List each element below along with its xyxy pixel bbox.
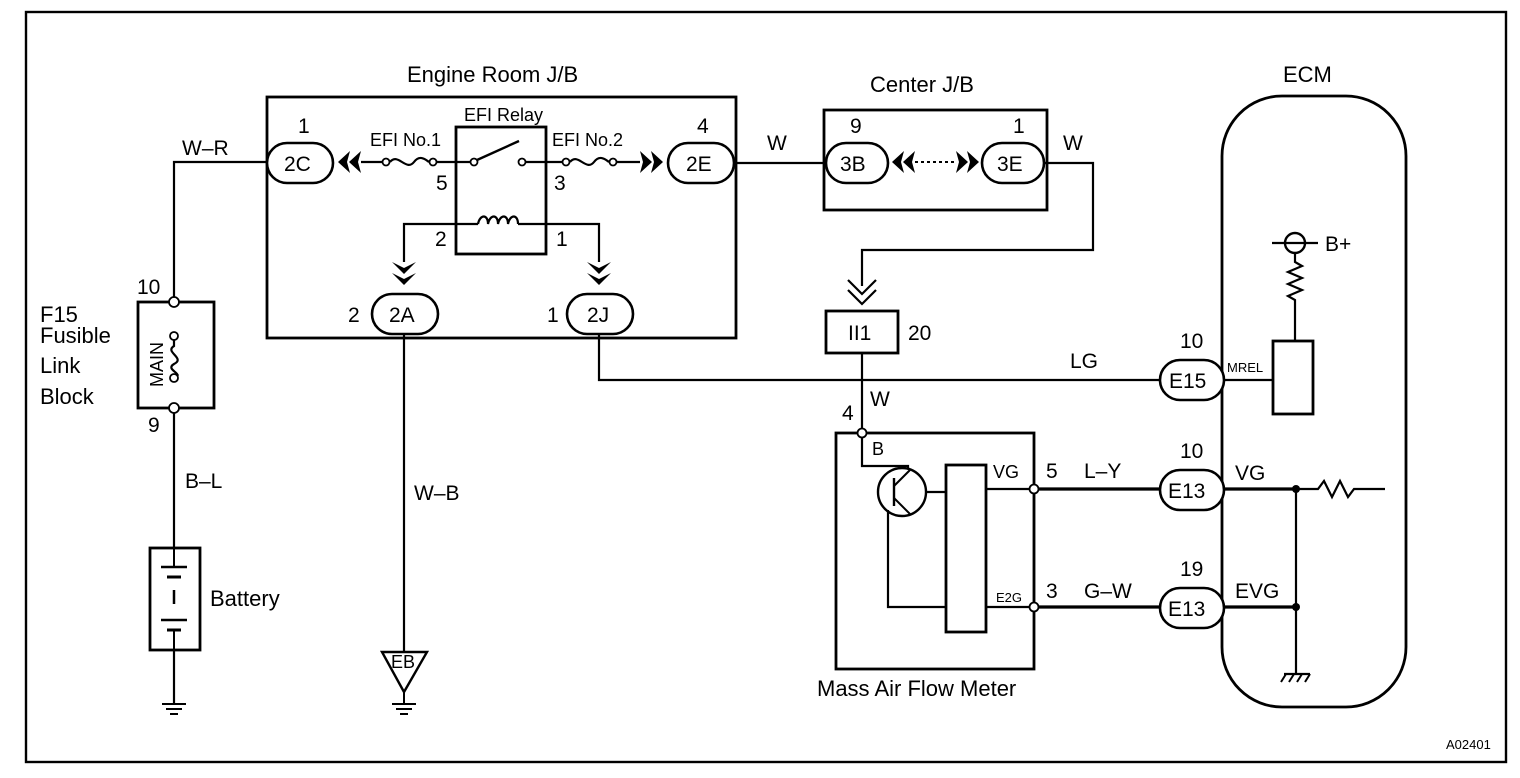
ecm-chassis-ground-icon [1280, 672, 1311, 683]
arrow-2C-icon [338, 151, 361, 173]
wire-label-w-b: W–B [414, 482, 460, 505]
arrow-2E-icon [640, 151, 663, 173]
ground-eb-icon: EB [379, 650, 430, 715]
figure-id: A02401 [1446, 737, 1491, 752]
fusible-link-block: F15 Fusible Link Block MAIN 10 9 [40, 276, 216, 437]
battery-ground-icon [162, 703, 186, 715]
wire-label-w-top: W [767, 132, 787, 155]
wire-w-3E-II1 [860, 161, 1095, 286]
maf-pin-vg-label: VG [993, 462, 1019, 482]
arrow-II1-icon [847, 279, 877, 306]
fusible-pin-bottom: 9 [148, 414, 160, 437]
arrow-2J-icon [587, 262, 611, 285]
fusible-label-line2: Fusible [40, 323, 111, 348]
connector-II1: II1 20 [824, 309, 931, 355]
outer-frame [24, 10, 1508, 764]
arrow-2A-icon [392, 262, 416, 285]
relay-switch-contact [476, 139, 520, 162]
ecm-b-plus-icon [1272, 231, 1318, 255]
connector-3B-pin: 9 [850, 115, 862, 138]
connector-2A-pin: 2 [348, 304, 360, 327]
wire-label-w-r: W–R [182, 137, 229, 160]
connector-2E-id: 2E [686, 153, 712, 176]
connector-2A-id: 2A [389, 304, 415, 327]
connector-II1-pin: 20 [908, 322, 931, 345]
relay-coil-icon [457, 215, 546, 226]
center-jb: Center J/B 3B 9 3E 1 [822, 72, 1049, 212]
maf-pin-b-num: 4 [842, 402, 854, 425]
mass-air-flow-meter: Mass Air Flow Meter 4 B VG E2G 5 3 [817, 402, 1058, 701]
maf-transistor-icon [876, 466, 928, 518]
maf-sensor-element [944, 463, 988, 634]
connector-2C-pin: 1 [298, 115, 310, 138]
ecm-resistor-icon [1285, 254, 1305, 318]
maf-pin-vg-num: 5 [1046, 460, 1058, 483]
connector-2E-pin: 4 [697, 115, 709, 138]
wire-label-w-ii1: W [870, 388, 890, 411]
connector-3E-id: 3E [997, 153, 1023, 176]
wire-label-b-l: B–L [185, 470, 222, 493]
ecm-vg-label: VG [1235, 462, 1265, 485]
ecm-evg-label: EVG [1235, 580, 1279, 603]
efi-relay [454, 125, 548, 256]
arrow-3B-icon [892, 151, 915, 173]
fuse-efi-no2-icon [569, 156, 610, 166]
wire-lg [597, 334, 1162, 382]
battery-label: Battery [210, 586, 280, 611]
connector-E13-evg-id: E13 [1168, 598, 1205, 621]
connector-E13-evg-pin: 19 [1180, 558, 1203, 581]
wire-label-w-center-out: W [1063, 132, 1083, 155]
connector-2J-pin: 1 [547, 304, 559, 327]
connector-3E-pin: 1 [1013, 115, 1025, 138]
ecm-title: ECM [1283, 62, 1332, 87]
maf-pin-e2g-num: 3 [1046, 580, 1058, 603]
connector-E13-vg-pin: 10 [1180, 440, 1203, 463]
fuse-efi-no1-icon [389, 156, 430, 166]
ecm-b-plus-label: B+ [1325, 233, 1351, 256]
connector-E15-pin: 10 [1180, 330, 1203, 353]
fuse-efi-no2-label: EFI No.2 [552, 130, 623, 150]
fusible-pin-top: 10 [137, 276, 160, 299]
fusible-label-line1: F15 [40, 302, 78, 327]
ecm-vg-resistor-icon [1296, 478, 1385, 500]
connector-2J-id: 2J [587, 304, 609, 327]
wire-label-g-w: G–W [1084, 580, 1132, 603]
center-jb-title: Center J/B [870, 72, 974, 97]
relay-pin-2: 2 [435, 228, 447, 251]
connector-E15-id: E15 [1169, 370, 1206, 393]
wire-label-l-y: L–Y [1084, 460, 1121, 483]
fusible-label-line3: Link [40, 353, 81, 378]
fuse-efi-no1-label: EFI No.1 [370, 130, 441, 150]
efi-relay-label: EFI Relay [464, 105, 543, 125]
fusible-link-element [170, 336, 179, 380]
fusible-label-line4: Block [40, 384, 95, 409]
wire-w-r [172, 160, 268, 297]
relay-pin-3: 3 [554, 172, 566, 195]
fusible-main-label: MAIN [147, 342, 167, 387]
ecm-mrel-label: MREL [1227, 360, 1263, 375]
connector-II1-id: II1 [848, 322, 871, 345]
engine-room-jb: Engine Room J/B 2C 1 EFI No.1 5 EFI Rela… [265, 62, 738, 340]
relay-pin-5: 5 [436, 172, 448, 195]
arrow-3E-icon [956, 151, 979, 173]
connector-2C-id: 2C [284, 153, 311, 176]
maf-pin-b-label: B [872, 439, 884, 459]
ecm-mrel-coil [1271, 339, 1315, 416]
relay-pin-1: 1 [556, 228, 568, 251]
maf-title: Mass Air Flow Meter [817, 676, 1016, 701]
connector-3B-id: 3B [840, 153, 866, 176]
ecm: ECM E15 10 MREL B+ E13 10 VG E13 19 EVG [1158, 62, 1408, 709]
engine-room-jb-title: Engine Room J/B [407, 62, 578, 87]
ground-eb-label: EB [391, 652, 415, 672]
wire-label-lg: LG [1070, 350, 1098, 373]
maf-pin-e2g-label: E2G [996, 590, 1022, 605]
battery: B–L Battery [148, 413, 280, 715]
connector-E13-vg-id: E13 [1168, 480, 1205, 503]
